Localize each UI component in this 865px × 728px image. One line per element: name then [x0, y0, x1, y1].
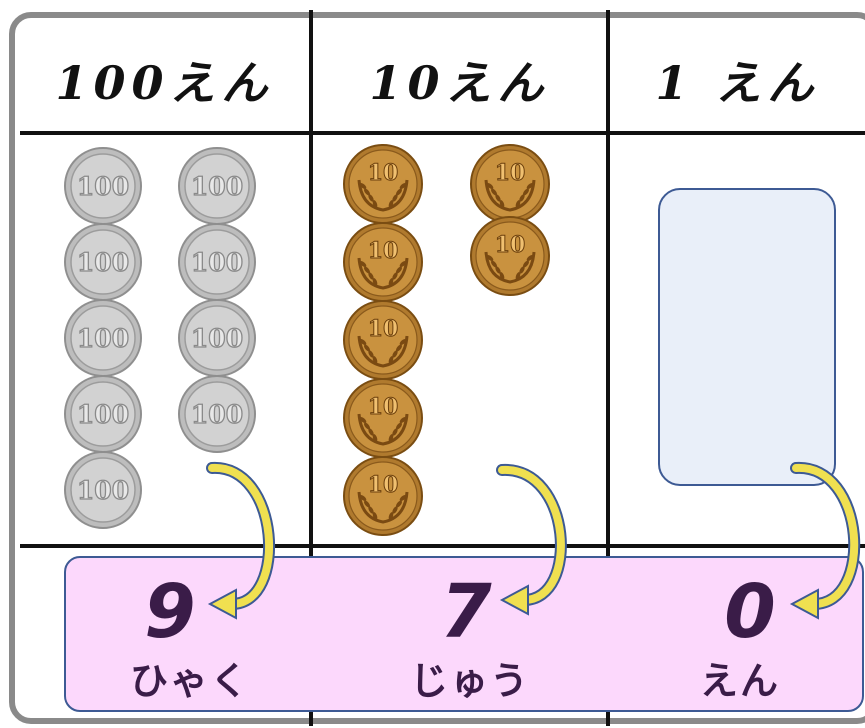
svg-text:100: 100: [77, 248, 129, 277]
word-hyaku: ひゃく: [129, 659, 250, 703]
100-yen-coin-icon: 100: [64, 299, 142, 377]
svg-text:10: 10: [368, 394, 399, 420]
100-yen-coin-icon: 100: [178, 223, 256, 301]
svg-text:100: 100: [191, 324, 243, 353]
svg-text:100: 100: [191, 172, 243, 201]
curved-arrow-icon: [496, 463, 567, 616]
word-juu: じゅう: [409, 659, 530, 703]
100-yen-coin-icon: 100: [64, 375, 142, 453]
100-yen-coin-icon: 100: [64, 147, 142, 225]
header-10-yen: 10えん: [369, 56, 550, 110]
row-divider: [20, 544, 865, 548]
digit-tens: 7: [440, 569, 492, 655]
svg-text:100: 100: [191, 400, 243, 429]
100-yen-coin-icon: 100: [64, 223, 142, 301]
curved-arrow-icon: [789, 461, 861, 620]
100-yen-coin-icon: 100: [178, 299, 256, 377]
svg-text:100: 100: [77, 172, 129, 201]
word-en: えん: [699, 659, 780, 703]
svg-text:100: 100: [191, 248, 243, 277]
column-divider: [309, 10, 313, 726]
10-yen-coin-icon: 10: [343, 300, 423, 380]
answer-band: [64, 556, 864, 712]
10-yen-coin-icon: 10: [470, 144, 550, 224]
curved-arrow-icon: [206, 461, 275, 620]
row-divider: [20, 131, 865, 135]
svg-text:10: 10: [368, 472, 399, 498]
svg-text:100: 100: [77, 476, 129, 505]
10-yen-coin-icon: 10: [470, 216, 550, 296]
empty-1-yen-area: [658, 188, 836, 486]
column-divider: [606, 10, 610, 726]
100-yen-coin-icon: 100: [64, 451, 142, 529]
svg-text:100: 100: [77, 400, 129, 429]
svg-text:10: 10: [368, 316, 399, 342]
svg-text:100: 100: [77, 324, 129, 353]
10-yen-coin-icon: 10: [343, 222, 423, 302]
100-yen-coin-icon: 100: [178, 375, 256, 453]
svg-text:10: 10: [495, 232, 526, 258]
svg-text:10: 10: [368, 238, 399, 264]
svg-text:10: 10: [368, 160, 399, 186]
digit-hundreds: 9: [144, 569, 196, 655]
10-yen-coin-icon: 10: [343, 378, 423, 458]
header-100-yen: 100えん: [55, 56, 274, 110]
digit-ones: 0: [724, 569, 776, 655]
svg-text:10: 10: [495, 160, 526, 186]
10-yen-coin-icon: 10: [343, 456, 423, 536]
header-1-yen: 1 えん: [655, 56, 820, 110]
